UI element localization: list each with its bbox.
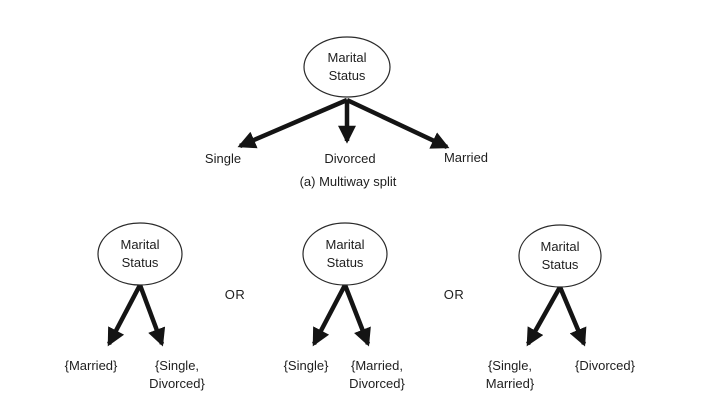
branch-arrow	[312, 283, 347, 347]
multiway-branch-label-divorced: Divorced	[324, 151, 376, 166]
or-separator-1: OR	[224, 287, 246, 302]
binary1-right-leaf-label: {Single, Divorced}	[149, 358, 205, 391]
binary1-root-label: Marital Status	[120, 237, 160, 270]
binary3-right-leaf-label: {Divorced}	[575, 358, 635, 373]
multiway-split-tree	[237, 36, 450, 150]
binary2-left-leaf-label: {Single}	[283, 358, 329, 373]
binary3-left-leaf-label: {Single, Married}	[485, 358, 535, 391]
branch-arrow	[137, 284, 166, 347]
binary-split-tree-2	[302, 222, 388, 347]
binary3-root-label: Marital Status	[540, 239, 580, 272]
binary1-left-leaf-label: {Married}	[64, 358, 118, 373]
tree-node-ellipse	[303, 36, 391, 98]
or-separator-2: OR	[443, 287, 465, 302]
binary-split-tree-3	[518, 224, 602, 347]
binary2-root-label: Marital Status	[325, 237, 365, 270]
tree-node-ellipse	[518, 224, 602, 288]
branch-arrow	[557, 286, 587, 347]
tree-node-ellipse	[302, 222, 388, 286]
binary2-right-leaf-label: {Married, Divorced}	[349, 358, 405, 391]
multiway-branch-label-married: Married	[443, 150, 489, 165]
tree-node-ellipse	[97, 222, 183, 286]
branch-arrow	[107, 283, 142, 347]
branch-arrow	[346, 97, 450, 150]
branch-arrow	[526, 285, 562, 347]
binary-split-tree-1	[97, 222, 183, 347]
branch-arrow	[237, 97, 348, 149]
branch-arrow	[342, 284, 371, 347]
multiway-branch-label-single: Single	[204, 151, 242, 166]
multiway-root-label: Marital Status	[327, 50, 367, 83]
figure-caption-a: (a) Multiway split	[299, 174, 397, 189]
